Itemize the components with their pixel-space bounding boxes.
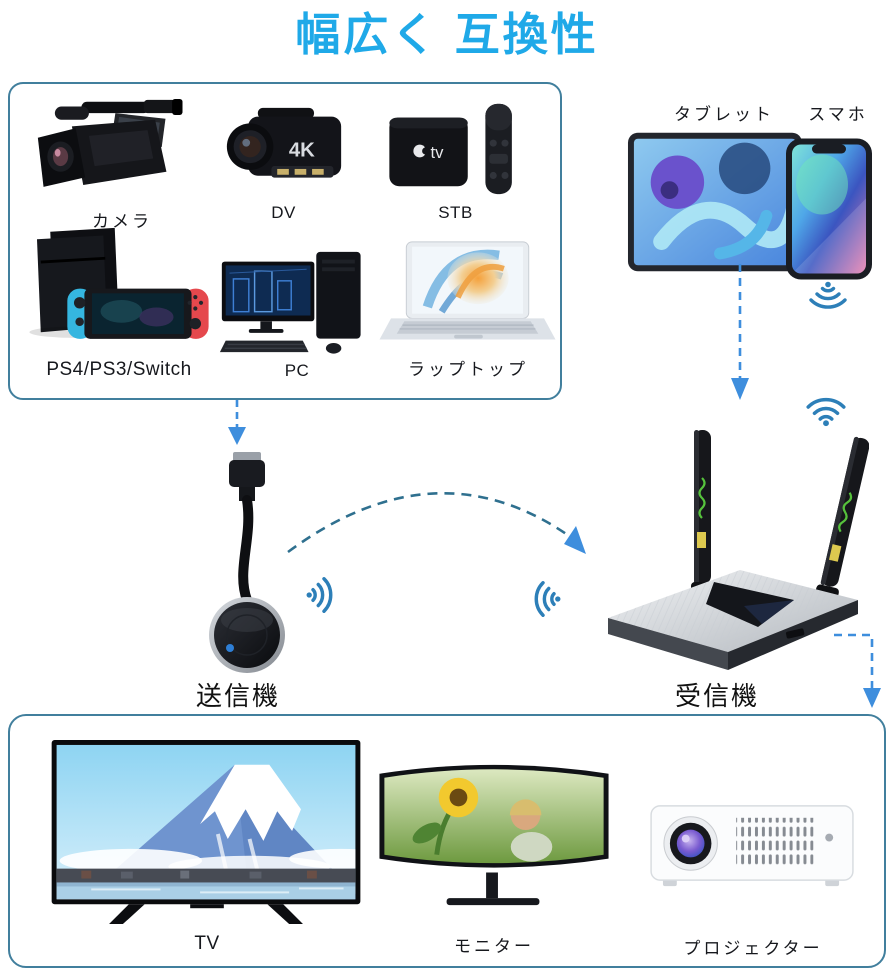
device-pc-label: PC [284,361,310,380]
smartphone-icon [786,138,872,280]
receiver-label: 受信機 [675,681,760,711]
wifi-icon-phone [809,281,847,309]
hdmi-dongle-icon [209,452,285,673]
output-devices-box: TV [8,714,886,968]
dv-4k-badge: 4K [288,139,314,161]
phone-label: スマホ [808,105,868,124]
wifi-icon-receiver-top [806,397,846,427]
apple-tv-icon: tv [388,103,512,195]
game-console-icon [29,227,209,339]
arrow-transmitter-to-receiver [287,491,586,554]
arrow-sources-to-transmitter [228,400,246,445]
device-tv: TV [48,740,366,955]
transmitter-label: 送信機 [196,681,281,711]
device-laptop-label: ラップトップ [408,360,528,379]
page-title: 幅広く 互換性 [295,9,599,60]
stb-logo-text: tv [430,143,444,162]
device-dv: 4K DV [206,106,361,223]
arrow-mobile-to-receiver [731,264,749,400]
monitor-icon [379,764,609,906]
tv-icon [51,740,360,925]
device-consoles: PS4/PS3/Switch [16,226,222,381]
wireless-receiver-icon [608,430,869,670]
desktop-pc-icon [219,251,361,354]
tablet-label: タブレット [674,105,774,124]
antenna-right [813,436,869,608]
antenna-left [691,430,714,602]
device-laptop: ラップトップ [376,240,560,380]
device-monitor-label: モニター [454,937,534,956]
device-stb: tv STB [378,100,533,223]
camcorder-icon: 4K [226,107,341,178]
source-devices-box: カメラ 4K DV [8,82,562,400]
device-stb-label: STB [438,203,473,222]
wifi-icon-transmitter [306,577,333,613]
video-camera-icon [37,98,183,187]
tablet-icon [627,132,803,272]
laptop-icon [379,241,556,340]
device-tv-label: TV [194,933,220,954]
device-dv-label: DV [271,203,296,222]
device-pc: PC [212,250,382,381]
device-projector: プロジェクター [646,798,860,959]
device-camera: カメラ [22,98,222,232]
wifi-icon-receiver-side [534,581,561,617]
device-monitor: モニター [372,754,616,957]
projector-icon [650,805,854,887]
arrow-receiver-to-outputs [834,633,881,708]
device-consoles-label: PS4/PS3/Switch [46,359,192,380]
device-projector-label: プロジェクター [683,939,823,958]
device-camera-label: カメラ [92,212,152,231]
